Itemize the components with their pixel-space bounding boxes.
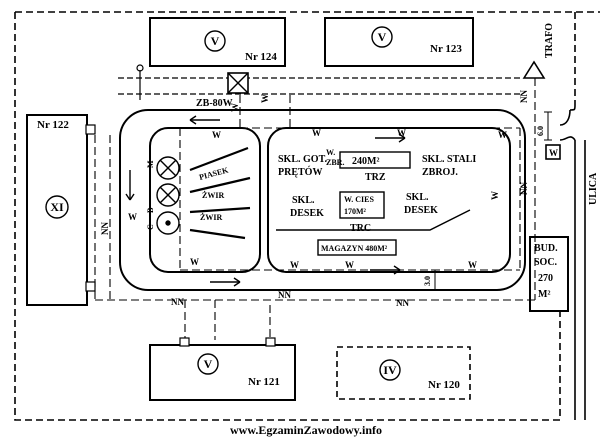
svg-text:NN: NN xyxy=(171,297,184,307)
label-piasek: PIASEK xyxy=(198,165,230,182)
street xyxy=(559,104,586,420)
svg-text:W: W xyxy=(312,128,321,138)
label-skl-stali: SKL. STALI xyxy=(422,154,476,165)
footer-watermark: www.EgzaminZawodowy.info xyxy=(230,423,382,437)
label-w: W. xyxy=(326,148,335,157)
svg-text:W: W xyxy=(345,260,354,270)
roman-nr124: V xyxy=(211,34,220,48)
label-pretow: PRĘTÓW xyxy=(278,166,322,178)
building-nr124: V Nr 124 xyxy=(149,17,286,67)
building-nr120: IV Nr 120 xyxy=(336,346,471,400)
label-dim-3: 3.0 xyxy=(423,276,432,286)
site-road xyxy=(119,109,526,291)
box-w-cies xyxy=(339,191,385,219)
connection-boxes xyxy=(85,124,276,347)
svg-text:W: W xyxy=(260,94,270,103)
building-nr121: V Nr 121 xyxy=(149,344,296,401)
svg-text:NN: NN xyxy=(519,90,529,103)
label-magazyn: MAGAZYN 480M² xyxy=(321,244,388,253)
svg-text:NN: NN xyxy=(278,290,291,300)
label-skl-got: SKL. GOT. xyxy=(278,154,327,165)
roman-nr121: V xyxy=(204,357,213,371)
dim-6 xyxy=(544,111,552,141)
svg-text:W: W xyxy=(212,130,221,140)
roman-circle-nr121 xyxy=(197,353,219,375)
roman-nr123: V xyxy=(378,30,387,44)
building-bud-soc: BUD. SOC. 270 M² xyxy=(529,236,569,312)
mixer-letter-m: M xyxy=(146,160,155,168)
box-240 xyxy=(339,151,411,169)
label-dim-6: 6.0 xyxy=(536,126,545,136)
label-trafo: TRAFO xyxy=(544,23,555,58)
site-fence xyxy=(14,11,600,421)
svg-text:NN: NN xyxy=(100,222,110,235)
svg-text:NN: NN xyxy=(396,298,409,308)
crane-track xyxy=(118,64,520,100)
road-arrows xyxy=(125,115,406,287)
label-nr120: Nr 120 xyxy=(428,379,460,391)
bud-soc-2: SOC. xyxy=(534,257,558,268)
label-zbroj: ZBROJ. xyxy=(422,167,458,178)
label-nr123: Nr 123 xyxy=(430,43,462,55)
label-skl-right: SKL. xyxy=(406,192,429,203)
mixer-letter-b: B xyxy=(146,207,155,213)
svg-text:W: W xyxy=(190,257,199,267)
power-line-nn xyxy=(94,78,536,340)
mixer-letter-c: C xyxy=(146,224,155,230)
roman-nr122: XI xyxy=(50,200,64,214)
label-desek-right: DESEK xyxy=(404,205,438,216)
label-zwir-2: ŻWIR xyxy=(200,212,222,222)
svg-text:W: W xyxy=(490,191,500,200)
storage-divider xyxy=(276,209,471,231)
label-ulica: ULICA xyxy=(588,172,599,205)
roman-nr120: IV xyxy=(383,363,397,377)
svg-text:W: W xyxy=(397,128,406,138)
dim-3 xyxy=(431,269,439,291)
svg-text:W: W xyxy=(128,212,137,222)
label-170: 170M² xyxy=(344,207,367,216)
tower-crane: ZB-80W xyxy=(196,72,249,109)
label-trc: TRC xyxy=(350,223,371,234)
roman-circle-nr120 xyxy=(379,359,401,381)
label-nr124: Nr 124 xyxy=(245,51,277,63)
svg-text:NN: NN xyxy=(519,182,529,195)
label-desek-left: DESEK xyxy=(290,208,324,219)
svg-text:W: W xyxy=(498,130,507,140)
label-w-cies: W. CIES xyxy=(344,195,374,204)
w-labels: W W W W W W W W W W W W xyxy=(128,94,507,270)
label-trz: TRZ xyxy=(365,172,386,183)
roman-circle-nr124 xyxy=(204,30,226,52)
transformer: TRAFO xyxy=(522,23,555,79)
nn-labels: NN NN NN NN NN NN xyxy=(100,90,529,308)
label-zbr: ZBR. xyxy=(326,158,344,167)
svg-text:W: W xyxy=(290,260,299,270)
bud-soc-4: M² xyxy=(538,289,550,300)
building-nr123: V Nr 123 xyxy=(324,17,474,67)
svg-text:W: W xyxy=(468,260,477,270)
gate: W xyxy=(545,144,561,160)
label-240: 240M² xyxy=(352,156,379,167)
svg-text:W: W xyxy=(549,148,558,158)
roman-circle-nr123 xyxy=(371,26,393,48)
label-zwir-1: ŻWIR xyxy=(202,190,224,200)
crane-label: ZB-80W xyxy=(196,98,233,109)
label-skl-left: SKL. xyxy=(292,195,315,206)
bud-soc-1: BUD. xyxy=(534,243,558,254)
label-nr122: Nr 122 xyxy=(37,119,69,131)
building-nr122: XI Nr 122 xyxy=(26,114,88,306)
svg-text:W: W xyxy=(230,103,240,112)
roman-circle-nr122 xyxy=(45,195,69,219)
mixing-plant xyxy=(156,156,180,235)
aggregate-bins xyxy=(189,146,251,240)
label-nr121: Nr 121 xyxy=(248,376,280,388)
box-magazyn xyxy=(317,239,397,256)
bud-soc-3: 270 xyxy=(538,273,553,284)
